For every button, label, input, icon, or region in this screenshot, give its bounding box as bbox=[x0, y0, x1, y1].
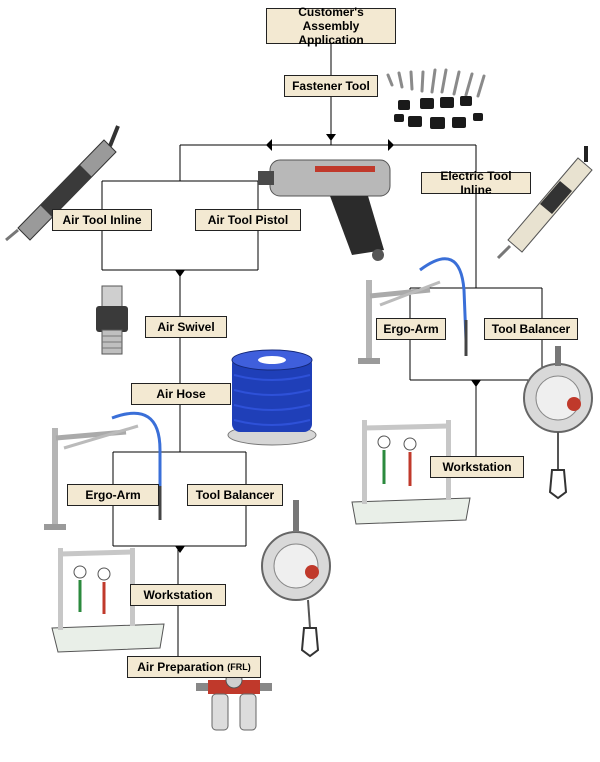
node-air-tool-pistol: Air Tool Pistol bbox=[195, 209, 301, 231]
node-electric-tool-inline: Electric Tool Inline bbox=[421, 169, 531, 197]
workstation-photo bbox=[51, 548, 165, 653]
node-air-prep-label: Air Preparation bbox=[137, 660, 224, 674]
impact-pistol-photo bbox=[258, 159, 391, 261]
ergo-arm-photo bbox=[358, 257, 468, 364]
tool-balancer-photo bbox=[523, 346, 593, 500]
air-inline-screwdriver-photo bbox=[5, 125, 120, 242]
node-air-tool-inline: Air Tool Inline bbox=[52, 209, 152, 231]
node-fastener-tool: Fastener Tool bbox=[284, 75, 378, 97]
fastener-bits-photo bbox=[386, 68, 486, 129]
node-air-hose: Air Hose bbox=[131, 383, 231, 405]
node-air-preparation: Air Preparation (FRL) bbox=[127, 656, 261, 678]
node-workstation-left: Workstation bbox=[130, 584, 226, 606]
air-hose-reel-photo bbox=[227, 349, 317, 446]
ergo-arm-photo bbox=[44, 411, 162, 530]
node-air-prep-suffix: (FRL) bbox=[227, 662, 251, 672]
node-tool-balancer-right: Tool Balancer bbox=[484, 318, 578, 340]
node-workstation-right: Workstation bbox=[430, 456, 524, 478]
node-app-line2: Assembly Application bbox=[298, 19, 364, 47]
node-air-swivel: Air Swivel bbox=[145, 316, 227, 338]
workstation-photo bbox=[351, 420, 471, 525]
frl-unit-photo bbox=[196, 671, 272, 731]
electric-screwdriver-photo bbox=[496, 146, 593, 260]
air-swivel-photo bbox=[96, 285, 128, 355]
node-tool-balancer-left: Tool Balancer bbox=[187, 484, 283, 506]
tool-balancer-photo bbox=[261, 500, 331, 658]
node-customers-assembly-application: Customer's Assembly Application bbox=[266, 5, 396, 47]
node-ergo-arm-left: Ergo-Arm bbox=[67, 484, 159, 506]
node-ergo-arm-right: Ergo-Arm bbox=[376, 318, 446, 340]
node-app-line1: Customer's bbox=[298, 5, 364, 19]
